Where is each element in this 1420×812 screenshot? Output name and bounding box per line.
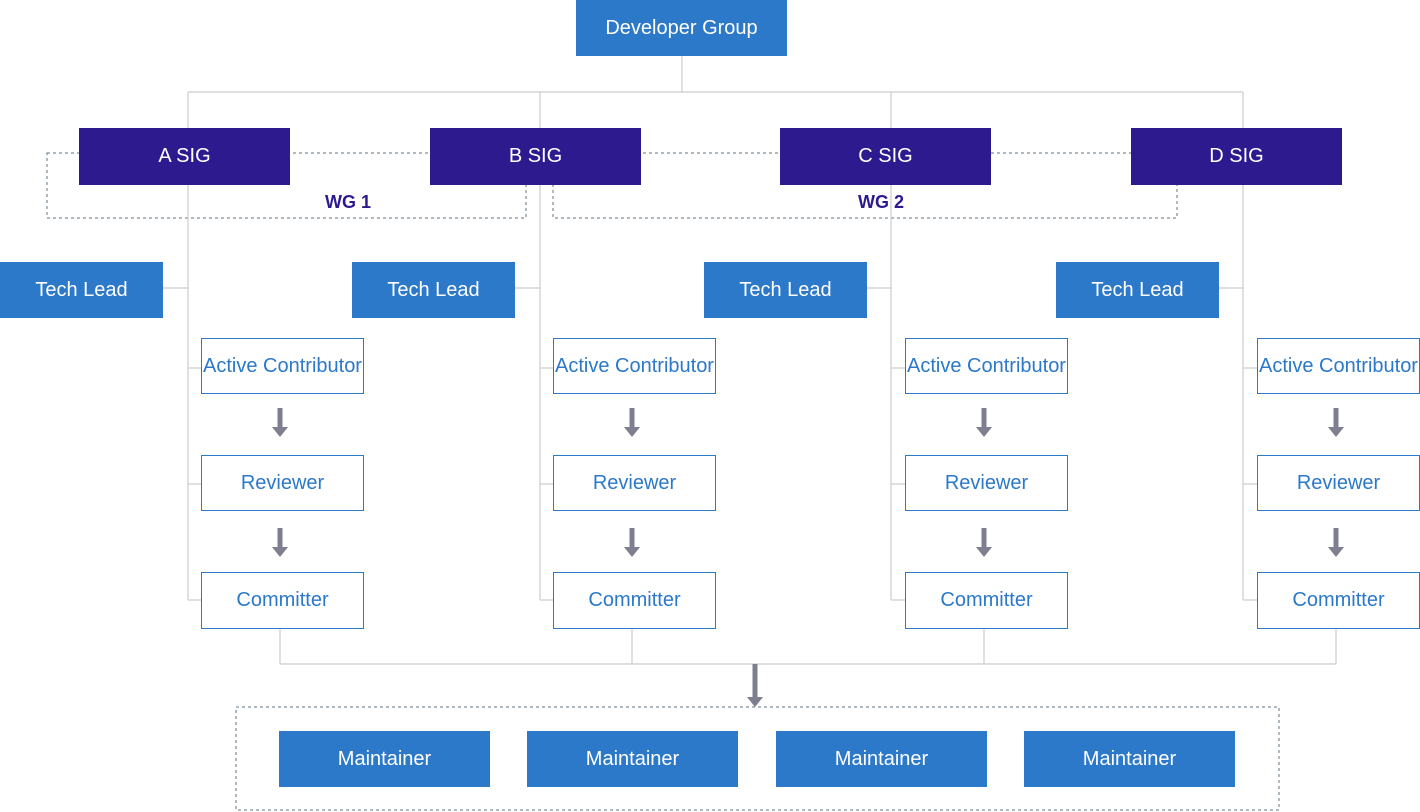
tech-lead-d: Tech Lead	[1056, 262, 1219, 318]
active-contributor-b: Active Contributor	[553, 338, 716, 394]
arrow-reviewer-committer-c	[976, 528, 992, 557]
reviewer-d: Reviewer	[1257, 455, 1420, 511]
sig-a-node: A SIG	[79, 128, 290, 185]
wg1-label: WG 1	[325, 192, 372, 212]
sig-b-node: B SIG	[430, 128, 641, 185]
committer-a: Committer	[201, 572, 364, 629]
maintainer-node-2: Maintainer	[527, 731, 738, 787]
arrow-contrib-reviewer-b	[624, 408, 640, 437]
arrow-to-maintainers	[747, 664, 763, 707]
tech-lead-a: Tech Lead	[0, 262, 163, 318]
maintainer-node-1: Maintainer	[279, 731, 490, 787]
arrow-reviewer-committer-b	[624, 528, 640, 557]
active-contributor-c: Active Contributor	[905, 338, 1068, 394]
committer-b: Committer	[553, 572, 716, 629]
reviewer-a: Reviewer	[201, 455, 364, 511]
active-contributor-a: Active Contributor	[201, 338, 364, 394]
developer-group-node: Developer Group	[576, 0, 787, 56]
maintainer-boundary	[235, 706, 1280, 811]
reviewer-b: Reviewer	[553, 455, 716, 511]
arrow-reviewer-committer-a	[272, 528, 288, 557]
arrow-reviewer-committer-d	[1328, 528, 1344, 557]
wg1-boundary	[46, 152, 527, 219]
maintainer-node-3: Maintainer	[776, 731, 987, 787]
committer-c: Committer	[905, 572, 1068, 629]
wg2-label: WG 2	[858, 192, 905, 212]
arrow-contrib-reviewer-c	[976, 408, 992, 437]
arrow-contrib-reviewer-d	[1328, 408, 1344, 437]
maintainer-node-4: Maintainer	[1024, 731, 1235, 787]
reviewer-c: Reviewer	[905, 455, 1068, 511]
active-contributor-d: Active Contributor	[1257, 338, 1420, 394]
arrow-contrib-reviewer-a	[272, 408, 288, 437]
tech-lead-b: Tech Lead	[352, 262, 515, 318]
tech-lead-c: Tech Lead	[704, 262, 867, 318]
sig-d-node: D SIG	[1131, 128, 1342, 185]
committer-d: Committer	[1257, 572, 1420, 629]
sig-c-node: C SIG	[780, 128, 991, 185]
